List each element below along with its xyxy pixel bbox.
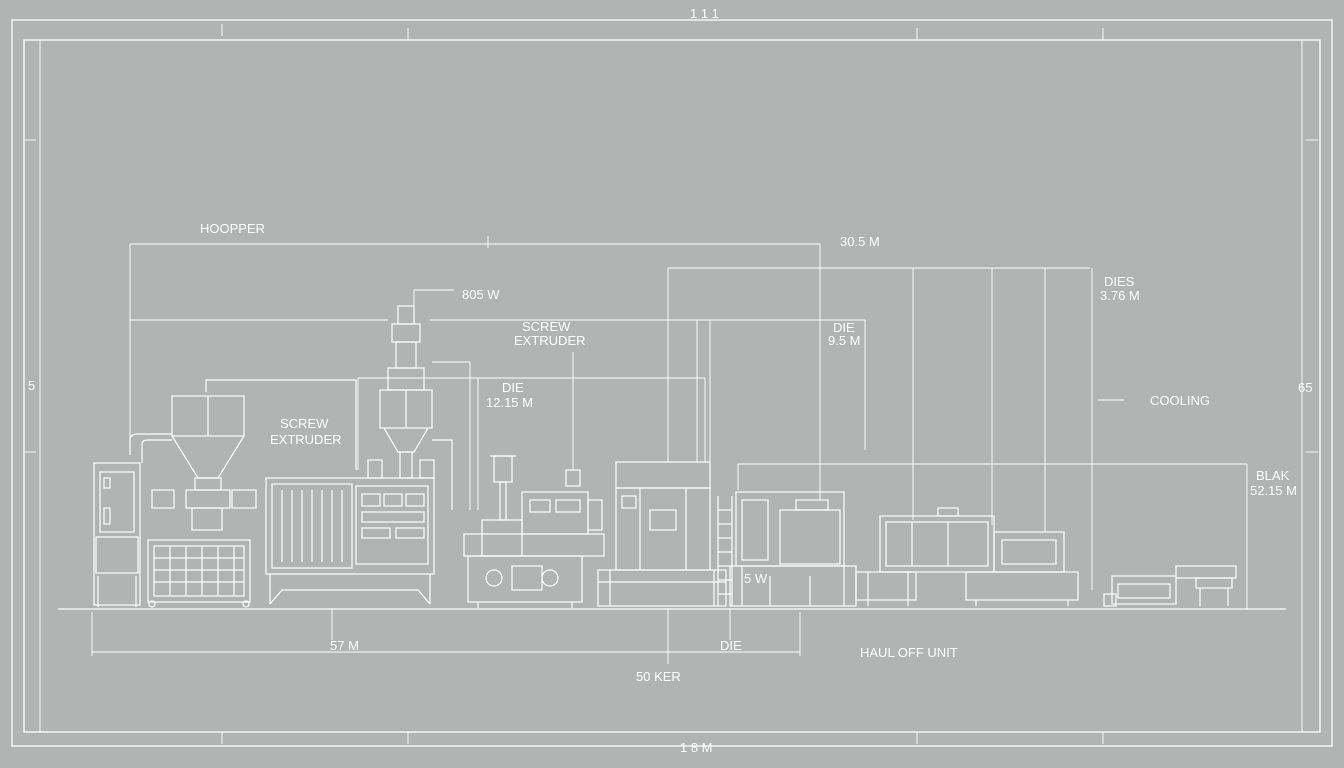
label-die-b: DIE xyxy=(833,320,855,335)
secondary-extruder-unit xyxy=(463,455,605,608)
label-screw-extruder-top-line1: SCREW xyxy=(522,319,571,334)
drawing-frame xyxy=(11,19,1333,747)
label-hopper: HOOPPER xyxy=(200,221,265,236)
haul-off-unit xyxy=(1103,565,1237,607)
tank-unit xyxy=(729,491,857,607)
die-cabinet-unit xyxy=(597,461,733,607)
screw-extruder-unit xyxy=(265,305,453,605)
frame-bottom-label: 1 8 M xyxy=(680,740,713,755)
label-bottom-center-dim: 50 KER xyxy=(636,669,681,684)
label-die-a-dim: 12.15 M xyxy=(486,395,533,410)
label-haul-off: HAUL OFF UNIT xyxy=(860,645,958,660)
label-small-dim: 5 W xyxy=(744,571,768,586)
label-blak: BLAK xyxy=(1256,468,1290,483)
hopper-unit xyxy=(93,379,357,608)
label-dim-hopper-top: 805 W xyxy=(462,287,500,302)
cooling-unit xyxy=(855,507,1079,606)
frame-top-label: 1 1 1 xyxy=(690,6,719,21)
label-screw-extruder-left-line2: EXTRUDER xyxy=(270,432,342,447)
dimension-lines xyxy=(91,236,1248,664)
frame-left-label: 5 xyxy=(28,378,35,393)
label-die-c: DIES xyxy=(1104,274,1135,289)
frame-right-label: 65 xyxy=(1298,380,1312,395)
label-bottom-left-dim: 57 M xyxy=(330,638,359,653)
label-die-b-dim: 9.5 M xyxy=(828,333,861,348)
label-dim-top: 30.5 M xyxy=(840,234,880,249)
label-bottom-die: DIE xyxy=(720,638,742,653)
label-screw-extruder-left-line1: SCREW xyxy=(280,416,329,431)
label-cooling: COOLING xyxy=(1150,393,1210,408)
label-blak-dim: 52.15 M xyxy=(1250,483,1297,498)
label-die-c-dim: 3.76 M xyxy=(1100,288,1140,303)
label-die-a: DIE xyxy=(502,380,524,395)
label-screw-extruder-top-line2: EXTRUDER xyxy=(514,333,586,348)
